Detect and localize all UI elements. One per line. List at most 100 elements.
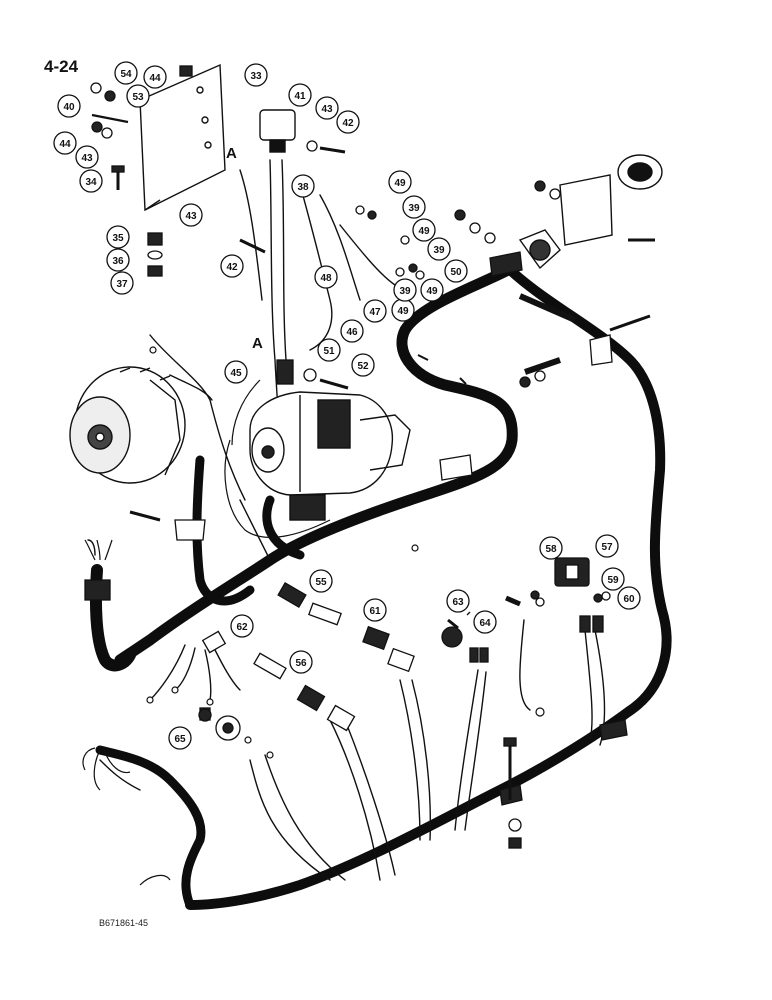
mounting-plate bbox=[139, 63, 226, 212]
callout-43: 43 bbox=[75, 145, 99, 169]
svg-text:40: 40 bbox=[63, 102, 75, 113]
callout-37: 37 bbox=[110, 271, 134, 295]
figure-code: B671861-45 bbox=[99, 918, 149, 928]
callout-43: 43 bbox=[315, 96, 339, 120]
svg-text:38: 38 bbox=[297, 182, 309, 193]
svg-text:65: 65 bbox=[174, 734, 186, 745]
callout-61: 61 bbox=[363, 598, 387, 622]
harness-cable-right bbox=[185, 260, 672, 910]
harness-cable-left bbox=[95, 745, 206, 910]
svg-text:49: 49 bbox=[397, 306, 409, 317]
callout-42: 42 bbox=[220, 254, 244, 278]
svg-text:42: 42 bbox=[342, 118, 354, 129]
harness-cable-upper bbox=[114, 264, 518, 666]
engine-block-outline bbox=[224, 379, 331, 538]
svg-text:37: 37 bbox=[116, 279, 128, 290]
svg-text:58: 58 bbox=[545, 544, 557, 555]
callout-33: 33 bbox=[244, 63, 268, 87]
svg-text:54: 54 bbox=[120, 69, 132, 80]
svg-text:50: 50 bbox=[450, 267, 462, 278]
harness-cable-starter bbox=[262, 495, 305, 560]
svg-text:52: 52 bbox=[357, 361, 369, 372]
svg-text:39: 39 bbox=[433, 245, 445, 256]
svg-text:33: 33 bbox=[250, 71, 262, 82]
callout-51: 51 bbox=[317, 338, 341, 362]
svg-text:41: 41 bbox=[294, 91, 306, 102]
callout-46: 46 bbox=[340, 319, 364, 343]
wire-terminals bbox=[146, 346, 545, 759]
svg-text:44: 44 bbox=[59, 139, 71, 150]
svg-text:49: 49 bbox=[394, 178, 406, 189]
callout-44: 44 bbox=[143, 65, 167, 89]
callout-55: 55 bbox=[309, 569, 333, 593]
svg-text:56: 56 bbox=[295, 658, 307, 669]
callout-57: 57 bbox=[595, 534, 619, 558]
branch-wires bbox=[87, 159, 606, 881]
reference-letters: AA bbox=[226, 145, 263, 352]
callout-62: 62 bbox=[230, 614, 254, 638]
svg-text:35: 35 bbox=[112, 233, 124, 244]
harness-clamps bbox=[84, 251, 628, 806]
callout-41: 41 bbox=[288, 83, 312, 107]
svg-text:39: 39 bbox=[399, 286, 411, 297]
callout-58: 58 bbox=[539, 536, 563, 560]
callout-49: 49 bbox=[412, 218, 436, 242]
callout-60: 60 bbox=[617, 586, 641, 610]
svg-text:43: 43 bbox=[185, 211, 197, 222]
svg-text:53: 53 bbox=[132, 92, 144, 103]
svg-text:60: 60 bbox=[623, 594, 635, 605]
svg-text:46: 46 bbox=[346, 327, 358, 338]
wire-bundle-left bbox=[82, 539, 171, 886]
callout-44: 44 bbox=[53, 131, 77, 155]
svg-text:48: 48 bbox=[320, 273, 332, 284]
svg-text:43: 43 bbox=[81, 153, 93, 164]
harness-connectors bbox=[199, 557, 604, 741]
callout-63: 63 bbox=[446, 589, 470, 613]
page-number: 4-24 bbox=[44, 57, 79, 76]
svg-text:59: 59 bbox=[607, 575, 619, 586]
callout-35: 35 bbox=[106, 225, 130, 249]
bulkhead-connector bbox=[518, 154, 663, 270]
callout-40: 40 bbox=[57, 94, 81, 118]
callout-49: 49 bbox=[420, 278, 444, 302]
alternator bbox=[69, 366, 186, 484]
callout-38: 38 bbox=[291, 174, 315, 198]
callout-47: 47 bbox=[363, 299, 387, 323]
svg-text:47: 47 bbox=[369, 307, 381, 318]
callout-53: 53 bbox=[126, 84, 150, 108]
callout-42: 42 bbox=[336, 110, 360, 134]
callout-56: 56 bbox=[289, 650, 313, 674]
callout-49: 49 bbox=[391, 298, 415, 322]
svg-text:39: 39 bbox=[408, 203, 420, 214]
svg-text:62: 62 bbox=[236, 622, 248, 633]
svg-text:63: 63 bbox=[452, 597, 464, 608]
callout-45: 45 bbox=[224, 360, 248, 384]
callout-36: 36 bbox=[106, 248, 130, 272]
svg-text:51: 51 bbox=[323, 346, 335, 357]
svg-text:49: 49 bbox=[426, 286, 438, 297]
harness-cable-alternator bbox=[192, 455, 255, 606]
svg-text:57: 57 bbox=[601, 542, 613, 553]
svg-text:36: 36 bbox=[112, 256, 124, 267]
reference-letter-a: A bbox=[226, 145, 237, 162]
svg-text:42: 42 bbox=[226, 262, 238, 273]
callout-48: 48 bbox=[314, 265, 338, 289]
svg-text:64: 64 bbox=[479, 618, 491, 629]
callout-49: 49 bbox=[388, 170, 412, 194]
callout-50: 50 bbox=[444, 259, 468, 283]
callout-39: 39 bbox=[393, 278, 417, 302]
svg-text:49: 49 bbox=[418, 226, 430, 237]
svg-text:44: 44 bbox=[149, 73, 161, 84]
callout-34: 34 bbox=[79, 169, 103, 193]
relay-component bbox=[259, 109, 296, 153]
svg-text:61: 61 bbox=[369, 606, 381, 617]
hardware bbox=[90, 65, 655, 849]
callout-52: 52 bbox=[351, 353, 375, 377]
callout-64: 64 bbox=[473, 610, 497, 634]
callout-65: 65 bbox=[168, 726, 192, 750]
callout-39: 39 bbox=[402, 195, 426, 219]
svg-text:45: 45 bbox=[230, 368, 242, 379]
